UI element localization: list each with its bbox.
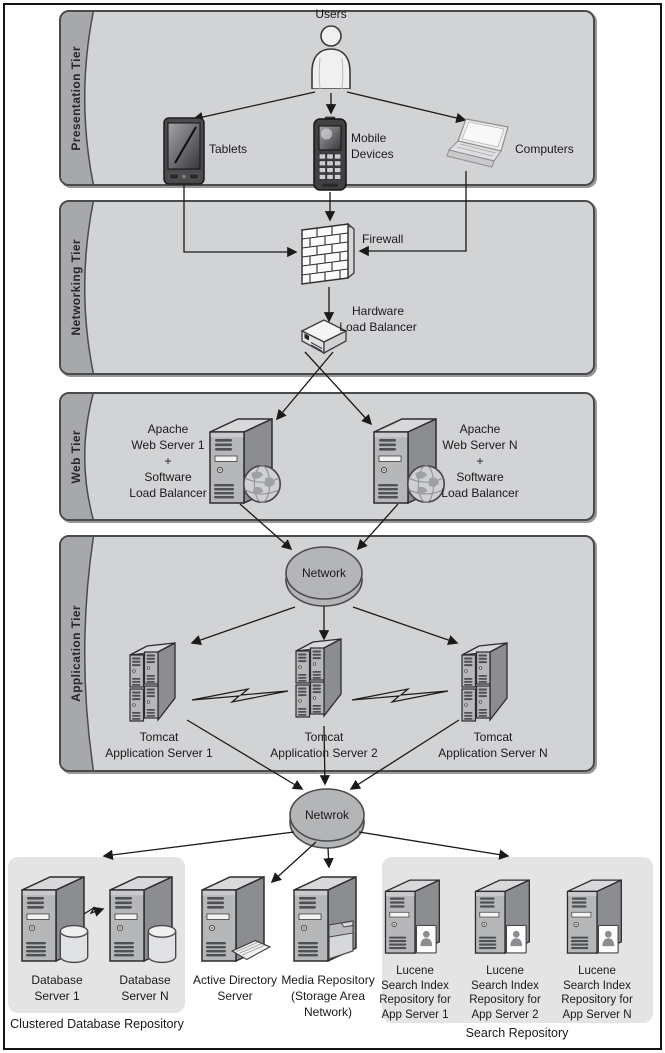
search-repository-label: Search Repository (465, 1026, 569, 1040)
lucene-repository-2-label: Lucene Search Index Repository for App S… (469, 965, 541, 1021)
lightning-bolts (191, 687, 449, 704)
tier-band (61, 537, 101, 770)
active-directory-server-label: Active Directory Server (192, 973, 278, 1003)
mobile-device-icon (313, 116, 347, 192)
network-ellipse (285, 546, 363, 607)
tablet-icon (163, 117, 205, 185)
tomcat-server-n-label: Tomcat Application Server N (438, 730, 548, 760)
tomcat-server-1-label: Tomcat Application Server 1 (105, 730, 213, 760)
tier-panel-web: Web Tier (59, 392, 595, 521)
database-server-1-label: Database Server 1 (31, 973, 83, 1003)
active-directory-server-icon (198, 868, 274, 964)
firewall-label: Firewall (362, 232, 404, 246)
netwrok-ellipse (289, 788, 365, 849)
media-repository-server-icon (290, 868, 366, 964)
clustered-database-repository-label: Clustered Database Repository (10, 1017, 184, 1031)
computers-label: Computers (515, 142, 574, 156)
database-server-n-icon (106, 868, 182, 964)
tablets-label: Tablets (209, 142, 248, 156)
lucene-repository-1-label: Lucene Search Index Repository for App S… (379, 965, 451, 1021)
database-server-1-icon (18, 868, 94, 964)
lucene-repository-n-label: Lucene Search Index Repository for App S… (561, 965, 633, 1021)
tier-band (61, 12, 101, 184)
users-label: Users (315, 7, 347, 21)
tomcat-server-2-label: Tomcat Application Server 2 (270, 730, 378, 760)
tomcat-server-n-icon (459, 636, 521, 724)
tomcat-server-1-icon (127, 636, 189, 724)
apache-web-server-1-label: Apache Web Server 1 + Software Load Bala… (129, 422, 207, 500)
lucene-server-2-icon (472, 868, 538, 960)
lucene-server-1-icon (382, 868, 448, 960)
hardware-load-balancer-label: Hardware Load Balancer (339, 304, 417, 334)
tier-band (61, 202, 101, 373)
netwrok-label: Netwrok (304, 808, 349, 822)
network-label: Network (301, 566, 346, 580)
lucene-server-n-icon (564, 868, 630, 960)
laptop-icon (446, 118, 512, 172)
tomcat-server-2-icon (293, 632, 355, 720)
database-server-n-label: Database Server N (119, 973, 171, 1003)
tier-band (61, 394, 101, 519)
users-icon (308, 25, 354, 89)
mobile-devices-label: Mobile Devices (351, 131, 394, 161)
apache-web-server-n-label: Apache Web Server N + Software Load Bala… (441, 422, 519, 500)
firewall-icon (299, 221, 357, 285)
media-repository-label: Media Repository (Storage Area Network) (281, 973, 375, 1019)
connector-arrows (83, 91, 510, 917)
